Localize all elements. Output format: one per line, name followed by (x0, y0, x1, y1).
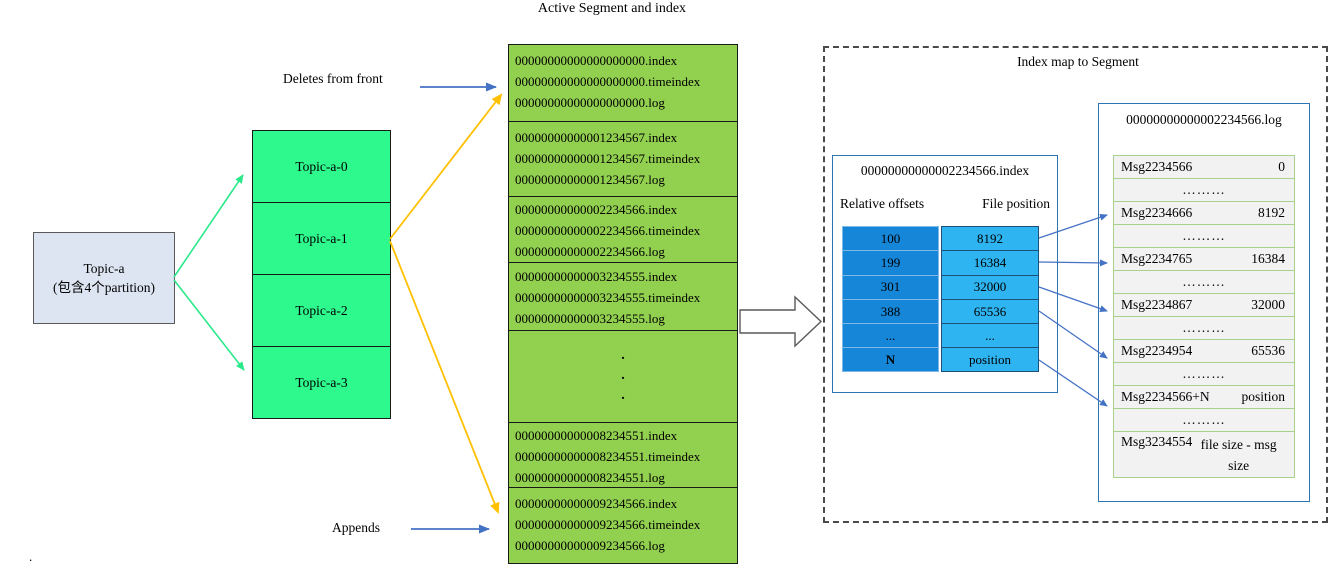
log-message-row: Msg2234666 8192 (1113, 201, 1295, 225)
partition-topic-a-0: Topic-a-0 (295, 158, 348, 174)
orange-arrow-to-segment-top (389, 93, 503, 240)
topic-a-name: Topic-a (83, 261, 125, 276)
message-position: 8192 (1258, 205, 1285, 220)
message-name: Msg2234666 (1121, 205, 1193, 220)
message-position: position (1241, 389, 1285, 404)
segment-file-group-3: 00000000000003234555.index 0000000000000… (509, 262, 737, 330)
segment-file-name: 00000000000009234566.timeindex (515, 517, 701, 533)
segment-file-group-1: 00000000000001234567.index 0000000000000… (509, 120, 737, 197)
log-message-row: Msg2234566+N position (1113, 385, 1295, 409)
index-map-panel (823, 46, 1328, 523)
segment-file-name: 00000000000000000000.timeindex (515, 74, 701, 89)
segment-column: 00000000000000000000.index 0000000000000… (508, 44, 738, 564)
file-position-cell: 8192 (941, 226, 1039, 251)
log-message-row: Msg2234566 0 (1113, 155, 1295, 179)
relative-offset-cell: 199 (842, 250, 939, 275)
log-ellipsis-row: ……… (1113, 270, 1295, 294)
segment-file-name: 00000000000002234566.timeindex (515, 223, 701, 239)
file-position-cell: ... (941, 323, 1039, 348)
relative-offset-cell: ... (842, 323, 939, 348)
file-position-cell: 16384 (941, 250, 1039, 275)
partition-topic-a-2: Topic-a-2 (253, 274, 390, 346)
file-position-cell: 65536 (941, 298, 1039, 324)
stray-dot: . (29, 549, 33, 564)
log-message-row: Msg2234954 65536 (1113, 339, 1295, 363)
message-position: 0 (1278, 159, 1285, 174)
message-position: 32000 (1251, 297, 1285, 312)
segment-file-group-0: 00000000000000000000.index 0000000000000… (509, 45, 737, 121)
file-position-column: 8192 16384 32000 65536 ... position (941, 226, 1039, 372)
message-position: 65536 (1251, 343, 1285, 358)
relative-offsets-header: Relative offsets (840, 196, 925, 211)
log-ellipsis-row: ……… (1113, 316, 1295, 340)
log-ellipsis-row: ……… (1113, 362, 1295, 386)
segment-file-name: 00000000000008234551.index (515, 427, 678, 443)
relative-offset-cell: N (842, 347, 939, 372)
log-ellipsis-row: ……… (1113, 224, 1295, 248)
log-file-title: 00000000000002234566.log (1126, 112, 1282, 127)
segment-file-name: 00000000000009234566.index (515, 496, 678, 512)
partition-list: Topic-a-0 Topic-a-1 Topic-a-2 Topic-a-3 (252, 130, 391, 419)
topic-a-box: Topic-a (包含4个partition) (33, 232, 175, 324)
segment-ellipsis: . . . (509, 329, 737, 422)
segment-file-group-4: 00000000000008234551.index 0000000000000… (509, 421, 737, 488)
message-name: Msg2234765 (1121, 251, 1193, 266)
message-position: file size - msg size (1200, 437, 1277, 473)
green-arrow-to-partition-0 (173, 174, 244, 278)
message-name: Msg2234867 (1121, 297, 1193, 312)
ellipsis-dot: . (621, 348, 625, 364)
segment-file-name: 00000000000003234555.log (515, 311, 665, 327)
file-position-header: File position (982, 196, 1050, 211)
orange-arrow-to-segment-bottom (389, 240, 500, 514)
message-name: Msg2234566 (1121, 159, 1193, 174)
segment-file-name: 00000000000001234567.log (515, 171, 665, 187)
segment-file-group-2: 00000000000002234566.index 0000000000000… (509, 196, 737, 262)
appends-label: Appends (332, 520, 380, 535)
message-position: 16384 (1251, 251, 1285, 266)
segment-file-name: 00000000000001234567.timeindex (515, 150, 701, 166)
file-position-cell: position (941, 347, 1039, 372)
segment-file-name: 00000000000003234555.index (515, 269, 678, 285)
partition-topic-a-1: Topic-a-1 (253, 202, 390, 274)
segment-file-name: 00000000000000000000.log (515, 95, 665, 110)
relative-offsets-column: 100 199 301 388 ... N (842, 226, 939, 372)
segment-file-name: 00000000000002234566.index (515, 202, 678, 218)
relative-offset-cell: 388 (842, 298, 939, 324)
file-position-cell: 32000 (941, 274, 1039, 299)
segment-file-name: 00000000000008234551.timeindex (515, 448, 701, 464)
log-message-row: Msg2234765 16384 (1113, 247, 1295, 271)
message-name: Msg2234566+N (1121, 389, 1210, 404)
message-name: Msg3234554 (1121, 434, 1193, 449)
segment-file-name: 00000000000000000000.index (515, 53, 678, 68)
index-table-headers: Relative offsets File position (840, 196, 1050, 212)
log-message-row: Msg3234554 file size - msg size (1113, 431, 1295, 478)
green-arrow-to-partition-3 (173, 279, 245, 371)
ellipsis-dot: . (621, 388, 625, 404)
page-title: Active Segment and index (537, 1, 687, 16)
log-ellipsis-row: ……… (1113, 178, 1295, 202)
index-table: 100 199 301 388 ... N 8192 16384 32000 6… (842, 226, 1039, 372)
ellipsis-dot: . (621, 368, 625, 384)
message-name: Msg2234954 (1121, 343, 1193, 358)
segment-file-name: 00000000000009234566.log (515, 538, 665, 554)
index-file-title: 00000000000002234566.index (860, 163, 1030, 178)
index-map-title: Index map to Segment (1017, 54, 1139, 69)
relative-offset-cell: 301 (842, 274, 939, 299)
segment-file-name: 00000000000002234566.log (515, 244, 665, 260)
segment-file-group-5: 00000000000009234566.index 0000000000000… (509, 487, 737, 563)
segment-file-name: 00000000000003234555.timeindex (515, 290, 701, 306)
log-ellipsis-row: ……… (1113, 408, 1295, 432)
deletes-from-front-label: Deletes from front (283, 71, 383, 86)
segment-file-name: 00000000000001234567.index (515, 129, 678, 145)
log-message-row: Msg2234867 32000 (1113, 293, 1295, 317)
block-arrow-segment-to-index (739, 295, 823, 348)
topic-a-subtitle: (包含4个partition) (53, 280, 155, 295)
segment-file-name: 00000000000008234551.log (515, 469, 665, 485)
relative-offset-cell: 100 (842, 226, 939, 251)
log-message-list: Msg2234566 0 ……… Msg2234666 8192 ……… Msg… (1113, 155, 1295, 478)
partition-topic-a-3: Topic-a-3 (253, 346, 390, 418)
